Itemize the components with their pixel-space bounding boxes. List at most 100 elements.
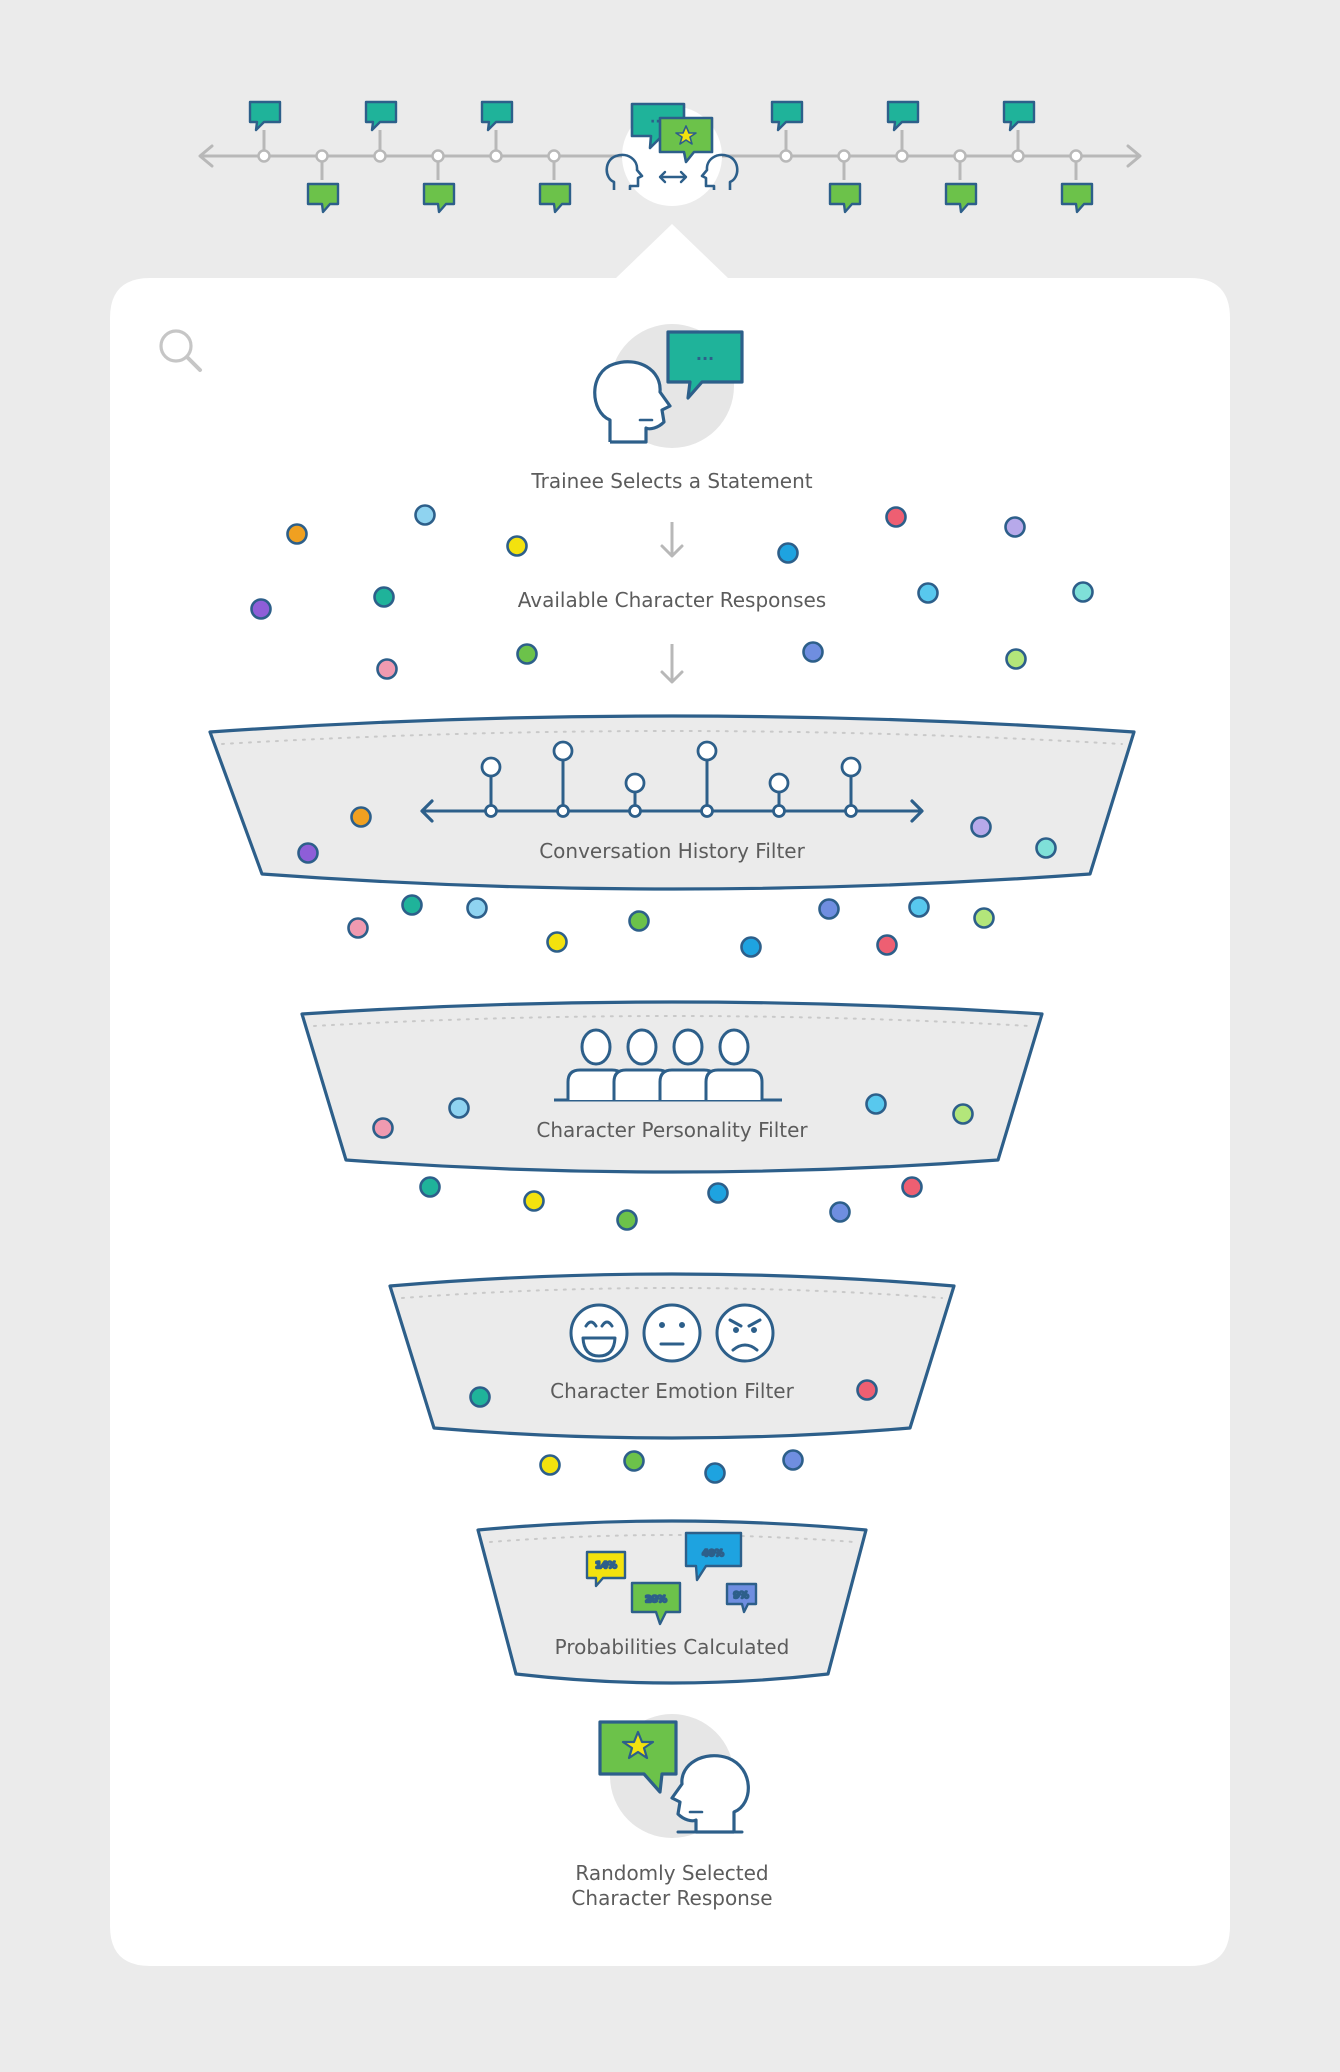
character-emotion-filter: Character Emotion Filter xyxy=(388,1272,956,1440)
response-dot xyxy=(818,898,840,920)
timeline-left-arrow-icon xyxy=(198,144,214,168)
speech-bubble-icon xyxy=(828,182,862,214)
filter-personality-label: Character Personality Filter xyxy=(536,1118,808,1142)
response-dot xyxy=(350,806,372,828)
response-dot xyxy=(372,1117,394,1139)
group-icon xyxy=(554,1028,782,1102)
response-dot xyxy=(1072,581,1094,603)
search-icon xyxy=(159,329,202,372)
response-dot xyxy=(466,897,488,919)
result-label-line2: Character Response xyxy=(571,1886,772,1910)
response-dot xyxy=(539,1454,561,1476)
probabilities-calculated: 14% 28% 40% 9% Probabilities Calculated xyxy=(476,1519,868,1685)
response-dot xyxy=(782,1449,804,1471)
response-dot xyxy=(908,896,930,918)
head-icon xyxy=(700,153,739,190)
response-dot xyxy=(917,582,939,604)
response-dot xyxy=(628,910,650,932)
response-dots-group xyxy=(347,894,995,958)
response-dot xyxy=(829,1201,851,1223)
speech-bubble-icon xyxy=(770,100,804,132)
trainee-icon: ··· xyxy=(593,324,744,448)
response-dot xyxy=(802,641,824,663)
response-dots-group xyxy=(419,1176,923,1231)
response-dot xyxy=(516,643,538,665)
head-icon xyxy=(605,153,644,190)
speech-bubble-icon xyxy=(364,100,398,132)
response-dot xyxy=(297,842,319,864)
speech-bubble-icon xyxy=(666,330,744,400)
response-dot xyxy=(469,1386,491,1408)
filter-emotion-label: Character Emotion Filter xyxy=(550,1379,794,1403)
angry-face-icon xyxy=(715,1303,775,1363)
step-trainee-label: Trainee Selects a Statement xyxy=(530,469,812,493)
response-dots-group xyxy=(539,1449,804,1484)
star-icon xyxy=(675,125,697,145)
top-timeline: ··· xyxy=(198,100,1142,214)
probability-bubble: 14% xyxy=(585,1550,627,1588)
response-dot xyxy=(901,1176,923,1198)
character-personality-filter: Character Personality Filter xyxy=(300,1000,1044,1174)
step-available-label: Available Character Responses xyxy=(518,588,826,612)
response-dot xyxy=(704,1462,726,1484)
svg-text:9%: 9% xyxy=(733,1591,748,1601)
response-dot xyxy=(250,598,272,620)
neutral-face-icon xyxy=(642,1303,702,1363)
speech-bubble-icon xyxy=(248,100,282,132)
star-icon xyxy=(621,1730,655,1760)
down-arrow-icon xyxy=(660,644,684,684)
response-dot xyxy=(1004,516,1026,538)
response-dot xyxy=(777,542,799,564)
speech-bubble-icon xyxy=(886,100,920,132)
svg-text:···: ··· xyxy=(696,349,714,368)
probability-bubble: 9% xyxy=(725,1582,758,1614)
probability-bubble: 40% xyxy=(684,1531,743,1582)
conversation-icon: ··· xyxy=(605,102,739,206)
response-dot xyxy=(885,506,907,528)
response-dot xyxy=(286,523,308,545)
response-dot xyxy=(707,1182,729,1204)
response-dot xyxy=(865,1093,887,1115)
down-arrow-icon xyxy=(660,522,684,558)
response-dot xyxy=(970,816,992,838)
response-dot xyxy=(373,586,395,608)
response-dot xyxy=(856,1379,878,1401)
response-dot xyxy=(419,1176,441,1198)
svg-text:40%: 40% xyxy=(702,1549,724,1559)
speech-bubble-icon xyxy=(944,182,978,214)
response-dot xyxy=(973,907,995,929)
speech-bubble-icon xyxy=(306,182,340,214)
response-dot xyxy=(952,1103,974,1125)
response-dot xyxy=(1005,648,1027,670)
head-icon xyxy=(593,360,672,444)
probabilities-label: Probabilities Calculated xyxy=(555,1635,790,1659)
response-dot xyxy=(623,1450,645,1472)
response-dot xyxy=(523,1190,545,1212)
response-dot xyxy=(414,504,436,526)
svg-text:28%: 28% xyxy=(645,1595,667,1605)
speech-bubble-icon xyxy=(1060,182,1094,214)
response-dot xyxy=(376,658,398,680)
response-dot xyxy=(448,1097,470,1119)
response-dot xyxy=(616,1209,638,1231)
timeline-icon xyxy=(420,740,924,823)
svg-text:14%: 14% xyxy=(595,1561,617,1571)
response-dot xyxy=(1035,837,1057,859)
speech-bubble-icon xyxy=(598,1720,678,1794)
probability-bubble: 28% xyxy=(630,1581,682,1626)
speech-bubble-icon xyxy=(422,182,456,214)
response-dot xyxy=(506,535,528,557)
response-dot xyxy=(740,936,762,958)
response-dot xyxy=(347,917,369,939)
filter-history-label: Conversation History Filter xyxy=(539,839,805,863)
response-dot xyxy=(876,934,898,956)
timeline-right-arrow-icon xyxy=(1126,144,1142,168)
conversation-history-filter: Conversation History Filter xyxy=(208,714,1136,891)
speech-bubble-icon xyxy=(538,182,572,214)
happy-face-icon xyxy=(569,1303,629,1363)
selected-response-icon xyxy=(598,1714,750,1838)
response-dot xyxy=(401,894,423,916)
double-arrow-icon xyxy=(658,170,688,184)
